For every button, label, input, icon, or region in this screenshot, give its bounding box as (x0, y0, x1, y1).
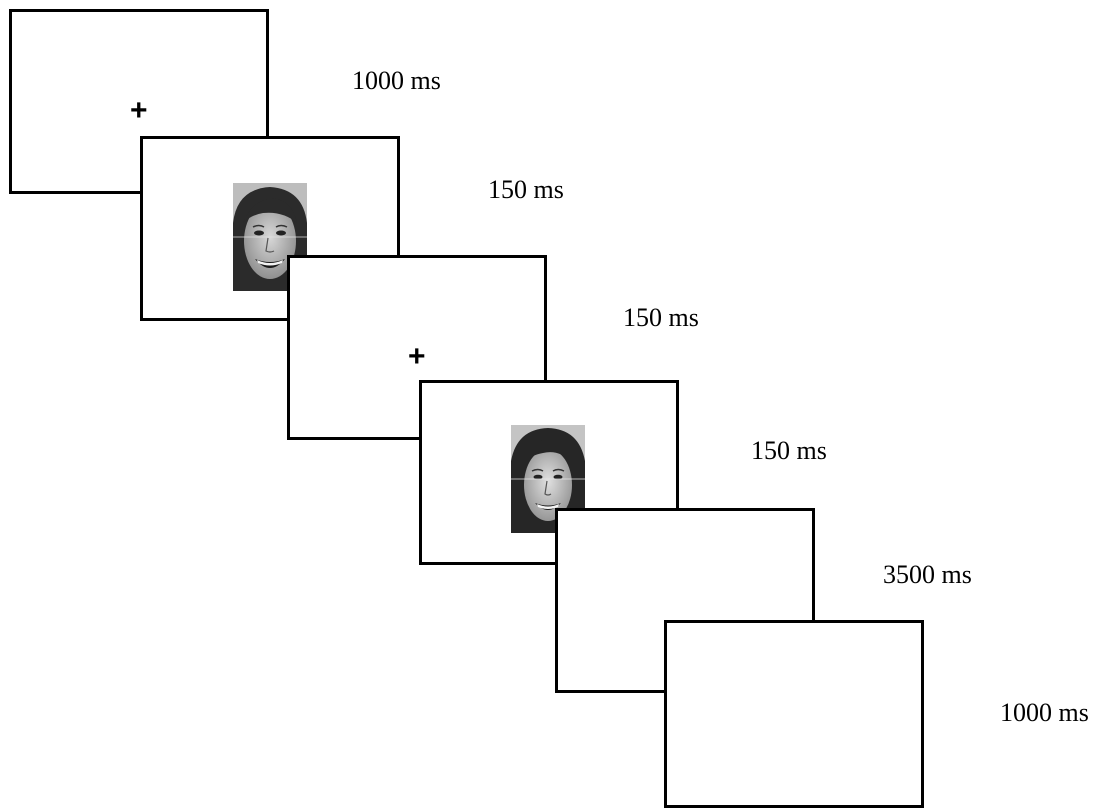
screen-6-blank (664, 620, 924, 808)
duration-label-5: 3500 ms (883, 560, 972, 589)
screen-1-fixation: + (9, 9, 269, 194)
screen-4-face (419, 380, 679, 565)
duration-label-4: 150 ms (751, 436, 827, 465)
face-photo (511, 425, 585, 533)
fixation-cross: + (130, 94, 148, 127)
fixation-cross: + (408, 340, 426, 373)
duration-label-6: 1000 ms (1000, 698, 1089, 727)
duration-label-2: 150 ms (488, 175, 564, 204)
duration-label-3: 150 ms (623, 303, 699, 332)
duration-label-1: 1000 ms (352, 66, 441, 95)
